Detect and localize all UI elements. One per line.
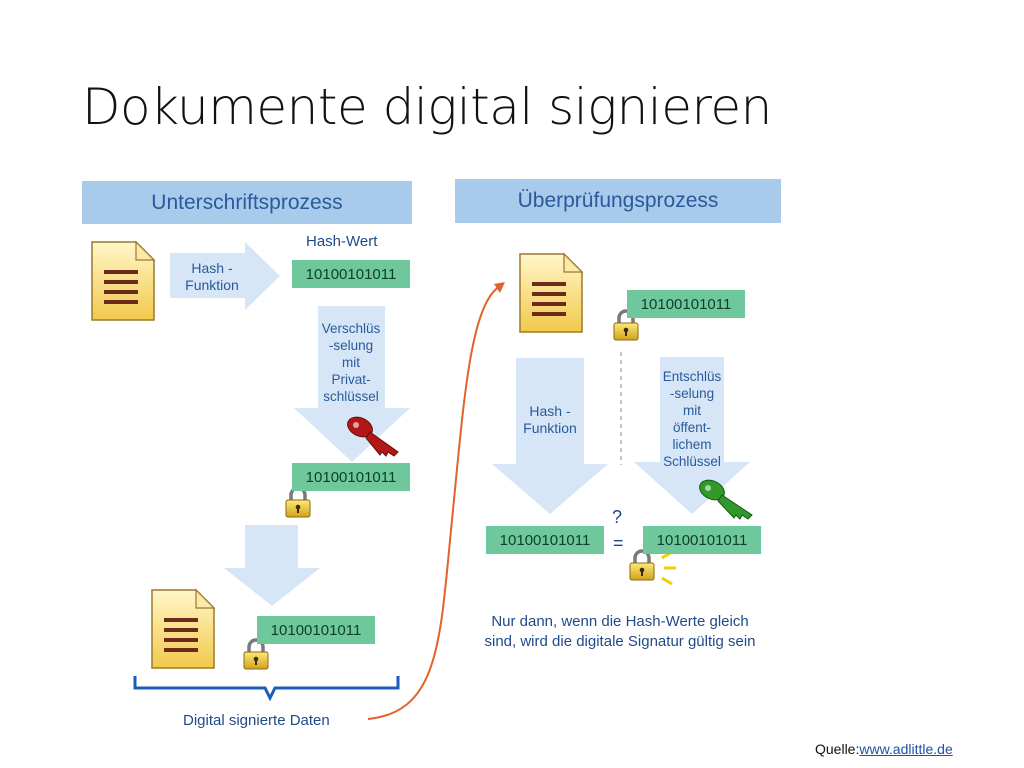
connector-arrow [367, 285, 501, 720]
hash-function-arrow [170, 242, 280, 310]
hash-value-box: 10100101011 [292, 260, 410, 288]
padlock-icon [284, 486, 312, 519]
document-icon [151, 589, 215, 669]
slide-title: Dokumente digital signieren [82, 78, 772, 136]
signed-data-bracket [133, 676, 400, 702]
comparison-question: ? [612, 507, 623, 527]
source-label: Quelle: [815, 741, 860, 757]
encrypted-hash-box: 10100101011 [292, 463, 410, 491]
decryption-label: Entschlüs -selung mit öffent- lichem Sch… [662, 369, 722, 469]
received-hash-box: 10100101011 [627, 290, 745, 318]
encryption-label: Verschlüs -selung mit Privat- schlüssel [321, 321, 381, 404]
decrypted-hash-box: 10100101011 [643, 526, 761, 554]
hash-function-arrow [492, 358, 608, 514]
private-key-icon [347, 416, 399, 457]
signed-data-label: Digital signierte Daten [183, 712, 330, 729]
header-signing-process: Unterschriftsprozess [82, 181, 412, 224]
hash-value-label: Hash-Wert [306, 233, 378, 250]
encryption-arrow [294, 306, 410, 462]
source-citation: Quelle:www.adlittle.de [815, 741, 953, 757]
padlock-icon [242, 638, 270, 671]
conclusion-text: Nur dann, wenn die Hash-Werte gleich sin… [484, 613, 756, 650]
computed-hash-box: 10100101011 [486, 526, 604, 554]
padlock-icon [628, 549, 656, 582]
source-link[interactable]: www.adlittle.de [859, 741, 953, 757]
header-verification-process: Überprüfungsprozess [455, 179, 781, 223]
document-icon [91, 241, 155, 321]
signed-hash-box: 10100101011 [257, 616, 375, 644]
down-arrow [224, 525, 320, 606]
comparison-equals: = [613, 533, 624, 553]
public-key-icon [699, 479, 753, 520]
hash-function-label: Hash - Funktion [523, 403, 577, 436]
document-icon [519, 253, 583, 333]
decryption-arrow [634, 357, 750, 514]
hash-function-label: Hash - Funktion [185, 260, 239, 293]
